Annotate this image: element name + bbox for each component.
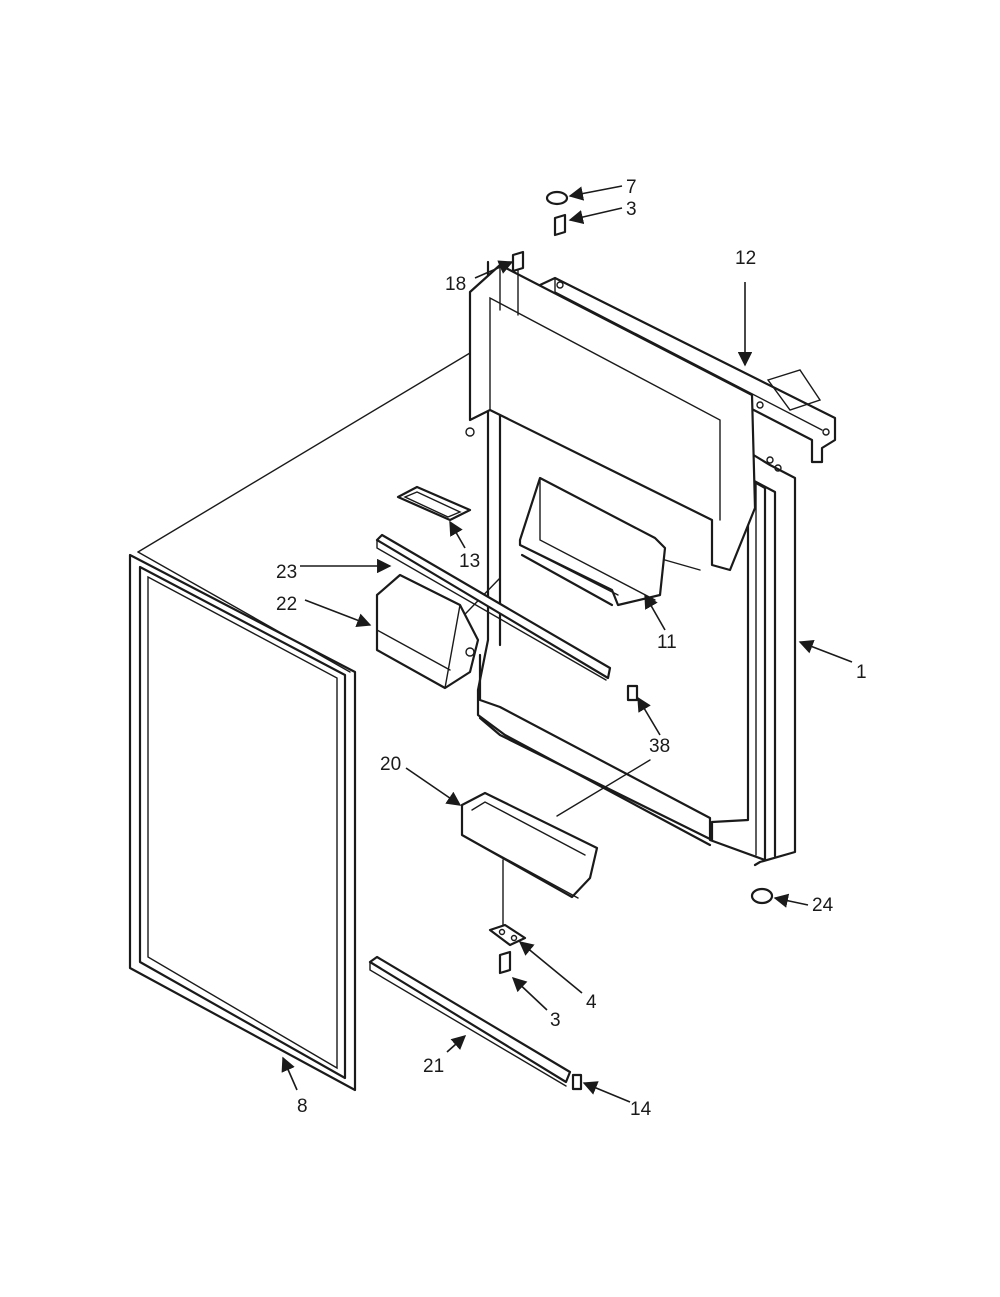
- tray-13-part: [396, 485, 472, 522]
- screw-3-upper-part: [553, 213, 567, 237]
- callout-8: 8: [297, 1096, 308, 1117]
- shelf-rail-23-part: [375, 533, 612, 681]
- leader-arrows: [281, 185, 853, 1103]
- upper-bin-part: [465, 263, 757, 572]
- callout-7: 7: [626, 177, 637, 198]
- callout-13: 13: [459, 551, 480, 572]
- dairy-cover-22-part: [375, 573, 480, 690]
- clip-38-part: [626, 684, 639, 702]
- bottom-trim-21-part: [368, 955, 572, 1087]
- door-gasket-part: [128, 553, 357, 1092]
- callout-11: 11: [657, 632, 677, 653]
- callout-18: 18: [445, 274, 466, 295]
- hinge-4-part: [488, 923, 527, 947]
- door-bin-20-part: [460, 791, 599, 899]
- callout-1: 1: [856, 662, 867, 683]
- end-cap-14-part: [571, 1073, 583, 1091]
- callout-labels: 7 3 12 18 13 23 22 11 1 38 20 24 4 3 21 …: [276, 177, 867, 1120]
- callout-12: 12: [735, 248, 756, 269]
- callout-21: 21: [423, 1056, 444, 1077]
- callout-38: 38: [649, 736, 670, 757]
- callout-14: 14: [630, 1099, 652, 1120]
- callout-20: 20: [380, 754, 401, 775]
- screw-3-lower-part: [498, 950, 512, 975]
- callout-4: 4: [586, 992, 597, 1013]
- callout-22: 22: [276, 594, 297, 615]
- callout-23: 23: [276, 562, 297, 583]
- callout-24: 24: [812, 895, 834, 916]
- bumper-24-part: [750, 887, 774, 905]
- cap-plug-7-part: [545, 190, 569, 206]
- door-bin-11-part: [518, 476, 667, 607]
- callout-3-lower: 3: [550, 1010, 561, 1031]
- callout-3-upper: 3: [626, 199, 637, 220]
